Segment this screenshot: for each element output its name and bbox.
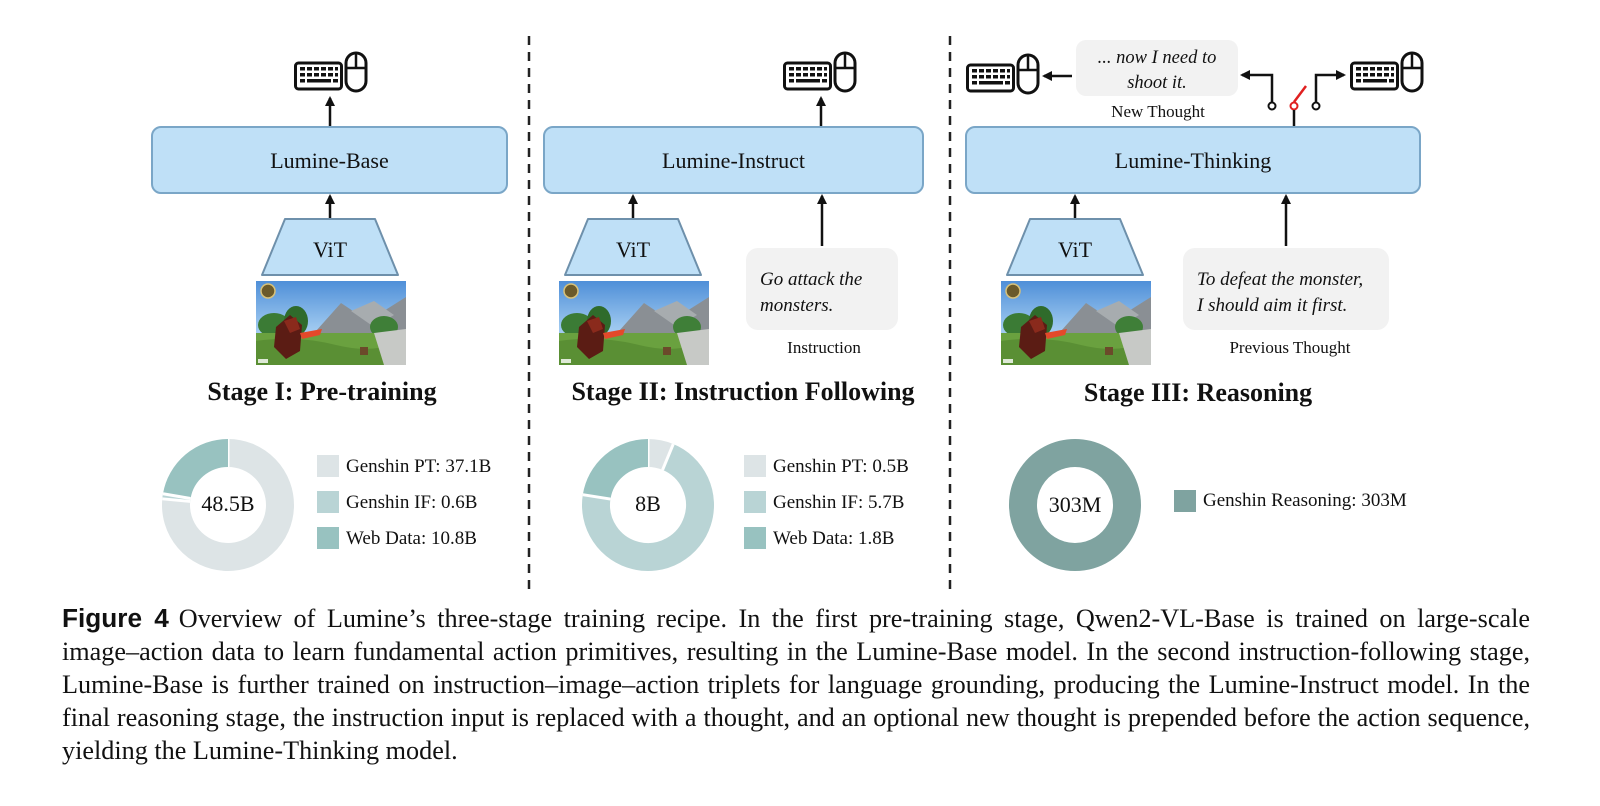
- vit-encoder-shape: [1006, 218, 1144, 276]
- legend-swatch-genshin-pt: [744, 455, 766, 477]
- stage-title: Stage I: Pre-training: [207, 377, 436, 406]
- donut-slice-separator: [162, 492, 191, 500]
- legend-swatch-web-data: [744, 527, 766, 549]
- previous-thought-line-2: I should aim it first.: [1196, 295, 1347, 316]
- keyboard-mouse-icon-left: [966, 53, 1040, 95]
- donut-slice-separator: [582, 493, 611, 501]
- donut-slice-genshin-pt: [647, 439, 674, 471]
- donut-total-label: 303M: [1049, 492, 1102, 517]
- legend-swatch-genshin-if: [744, 491, 766, 513]
- model-box-lumine-thinking: [965, 126, 1421, 194]
- figure-label: Figure 4: [62, 603, 169, 633]
- previous-thought-caption: Previous Thought: [1229, 338, 1350, 357]
- legend-swatch-genshin-if: [317, 491, 339, 513]
- instruction-text-line-2: monsters.: [760, 295, 833, 316]
- donut-slice-web-data: [162, 439, 229, 500]
- new-thought-caption: New Thought: [1111, 102, 1205, 121]
- donut-chart-stage-2: [582, 439, 714, 571]
- model-box-lumine-instruct: [543, 126, 924, 194]
- donut-slice-genshin-if: [582, 444, 714, 571]
- vit-label: ViT: [616, 237, 651, 262]
- legend-swatch-genshin-pt: [317, 455, 339, 477]
- donut-slice-genshin-reasoning: [1009, 439, 1141, 571]
- stage-title: Stage II: Instruction Following: [571, 377, 914, 406]
- model-label: Lumine-Base: [270, 148, 389, 173]
- switch-contact-left: [1267, 101, 1277, 111]
- instruction-caption: Instruction: [787, 338, 861, 357]
- legend-label-genshin-pt: Genshin PT: 0.5B: [773, 456, 909, 477]
- legend-swatch-web-data: [317, 527, 339, 549]
- game-screenshot-thumbnail: [256, 281, 406, 365]
- donut-chart-stage-3: [1009, 439, 1141, 571]
- switch-pivot: [1289, 101, 1299, 111]
- stage-1-panel: Lumine-Base ViT Stage I: Pre-training 48…: [151, 51, 508, 571]
- arrow-to-action: [1314, 70, 1346, 103]
- legend-label-genshin-if: Genshin IF: 5.7B: [773, 492, 904, 513]
- donut-total-label: 8B: [635, 491, 661, 516]
- keyboard-mouse-icon-right: [1350, 51, 1424, 93]
- previous-thought-bubble: [1183, 248, 1389, 330]
- donut-slice-genshin-pt: [162, 439, 294, 571]
- legend-label-genshin-if: Genshin IF: 0.6B: [346, 492, 477, 513]
- donut-slice-separator: [162, 497, 191, 503]
- instruction-bubble: [746, 248, 898, 330]
- instruction-text-line-1: Go attack the: [760, 269, 862, 290]
- legend-label-genshin-pt: Genshin PT: 37.1B: [346, 456, 491, 477]
- switch-lever-icon: [1293, 85, 1307, 103]
- stage-2-panel: Lumine-Instruct ViT Go attack the monste…: [543, 51, 924, 571]
- model-label: Lumine-Thinking: [1115, 148, 1271, 173]
- game-screenshot-thumbnail: [559, 281, 709, 365]
- training-stages-figure: Lumine-Base ViT Stage I: Pre-training 48…: [151, 36, 1424, 590]
- arrow-to-new-thought: [1240, 70, 1274, 103]
- stage-title: Stage III: Reasoning: [1084, 378, 1312, 407]
- new-thought-text-line-2: shoot it.: [1127, 73, 1187, 93]
- legend-label-web-data: Web Data: 1.8B: [773, 528, 894, 549]
- new-thought-bubble: [1076, 40, 1238, 96]
- vit-label: ViT: [313, 237, 348, 262]
- keyboard-mouse-icon: [294, 51, 368, 93]
- keyboard-mouse-icon: [783, 51, 857, 93]
- donut-total-label: 48.5B: [201, 491, 254, 516]
- previous-thought-line-1: To defeat the monster,: [1197, 269, 1363, 290]
- legend-swatch-genshin-reasoning: [1174, 490, 1196, 512]
- vit-label: ViT: [1058, 237, 1093, 262]
- new-thought-text-line-1: ... now I need to: [1098, 48, 1217, 68]
- game-screenshot-thumbnail: [1001, 281, 1151, 365]
- vit-encoder-shape: [564, 218, 702, 276]
- legend-label-web-data: Web Data: 10.8B: [346, 528, 477, 549]
- model-box-lumine-base: [151, 126, 508, 194]
- donut-slice-separator: [661, 443, 675, 471]
- legend-label-genshin-reasoning: Genshin Reasoning: 303M: [1203, 490, 1407, 511]
- model-label: Lumine-Instruct: [662, 148, 805, 173]
- switch-contact-right: [1311, 101, 1321, 111]
- stage-3-panel: ... now I need to shoot it. New Thought …: [965, 40, 1424, 571]
- donut-chart-stage-1: [162, 439, 294, 571]
- vit-encoder-shape: [261, 218, 399, 276]
- donut-slice-web-data: [582, 439, 649, 500]
- caption-text: Overview of Lumine’s three-stage trainin…: [62, 604, 1530, 765]
